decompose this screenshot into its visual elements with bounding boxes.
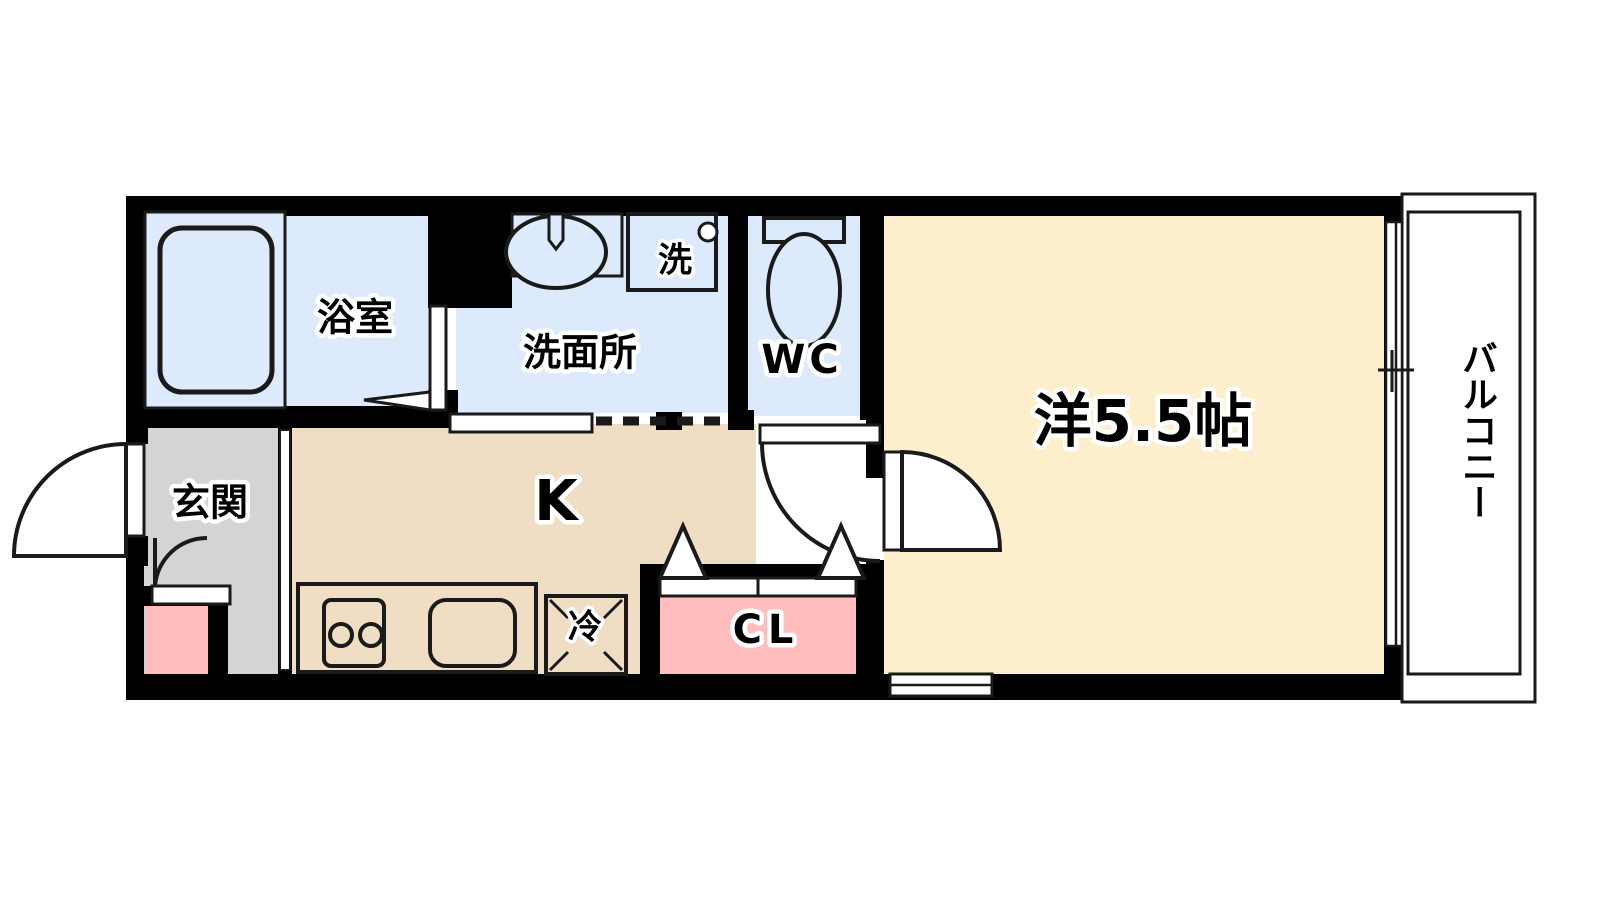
label-washroom: 洗面所 [523,331,637,375]
wall-wc-bottom-left [728,410,754,430]
entrance-door-swing-arc [11,441,128,558]
balcony-rail-inner [1406,210,1522,676]
wall-shoe-closet-right [208,586,228,678]
bath-door-panel [428,304,448,412]
wall-washroom-wc [728,208,748,422]
fridge-corner-bl [548,650,570,672]
closet-door-left[interactable] [658,576,760,598]
bathtub-icon [157,225,275,395]
toilet-bowl-icon [766,232,842,348]
wall-washroom-top-left [456,208,512,276]
main-room-door-panel[interactable] [882,450,904,552]
wall-closet-left [640,564,660,676]
room-fill-main-room [884,196,1392,674]
main-room-window-group [888,672,994,698]
wc-group [758,216,882,563]
entrance-group [11,429,291,671]
label-bath: 浴室 [317,296,393,340]
label-kitchen: K [534,469,580,534]
balcony-sliding-door-track[interactable] [1384,220,1404,648]
wall-bath-bottom [126,406,458,428]
entrance-threshold [279,429,291,671]
wall-entrance-door-jamb-bottom [126,536,148,566]
label-main-room: 洋5.5帖 [1034,387,1253,455]
room-fill-kitchen-b [656,424,756,564]
wall-bottom [126,674,1402,700]
fridge-corner-br [602,650,624,672]
wc-door-panel[interactable] [758,423,882,445]
kitchen-group [296,582,628,676]
closet-marker-left-icon [656,521,710,580]
wall-closet-right [856,564,878,676]
room-fill-closet [660,585,878,674]
label-balcony: バルコニー [1456,340,1497,520]
closet-door-right[interactable] [756,576,858,598]
balcony-group [1378,192,1537,704]
label-fridge-space: 冷 [568,608,602,648]
main-room-door-swing-arc [900,449,1003,552]
gas-stove-icon [322,598,386,668]
label-closet: CL [733,607,800,653]
label-washer-space: 洗 [658,241,692,281]
entrance-door-panel[interactable] [124,442,146,538]
washroom-sliding-door[interactable] [448,412,594,434]
shoe-closet-door-panel[interactable] [150,584,232,606]
kitchen-sink-icon [428,598,517,668]
wall-top [126,196,1402,216]
closet-marker-right-icon [814,521,868,580]
washbasin-faucet-icon [547,212,565,252]
main-room-door-group [882,449,1003,552]
wall-entrance-door-jamb-top [126,424,148,444]
label-entrance: 玄関 [172,481,248,525]
wall-wc-right [860,208,884,420]
stove-burner-right-icon [358,622,384,648]
room-fill-shoe-closet [145,604,220,674]
label-wc: WC [761,337,842,383]
fridge-corner-tr [602,598,624,620]
bath-folding-door-icon[interactable] [363,390,432,412]
closet-group [656,521,868,598]
fridge-corner-tl [548,598,570,620]
stove-burner-left-icon [328,622,354,648]
bathroom-group [143,210,448,412]
room-labels: 浴室 洗面所 WC K 玄関 CL 洋5.5帖 バルコニー 洗 冷 [167,237,1497,658]
washroom-group [448,212,726,434]
washer-drain-icon [697,221,719,243]
